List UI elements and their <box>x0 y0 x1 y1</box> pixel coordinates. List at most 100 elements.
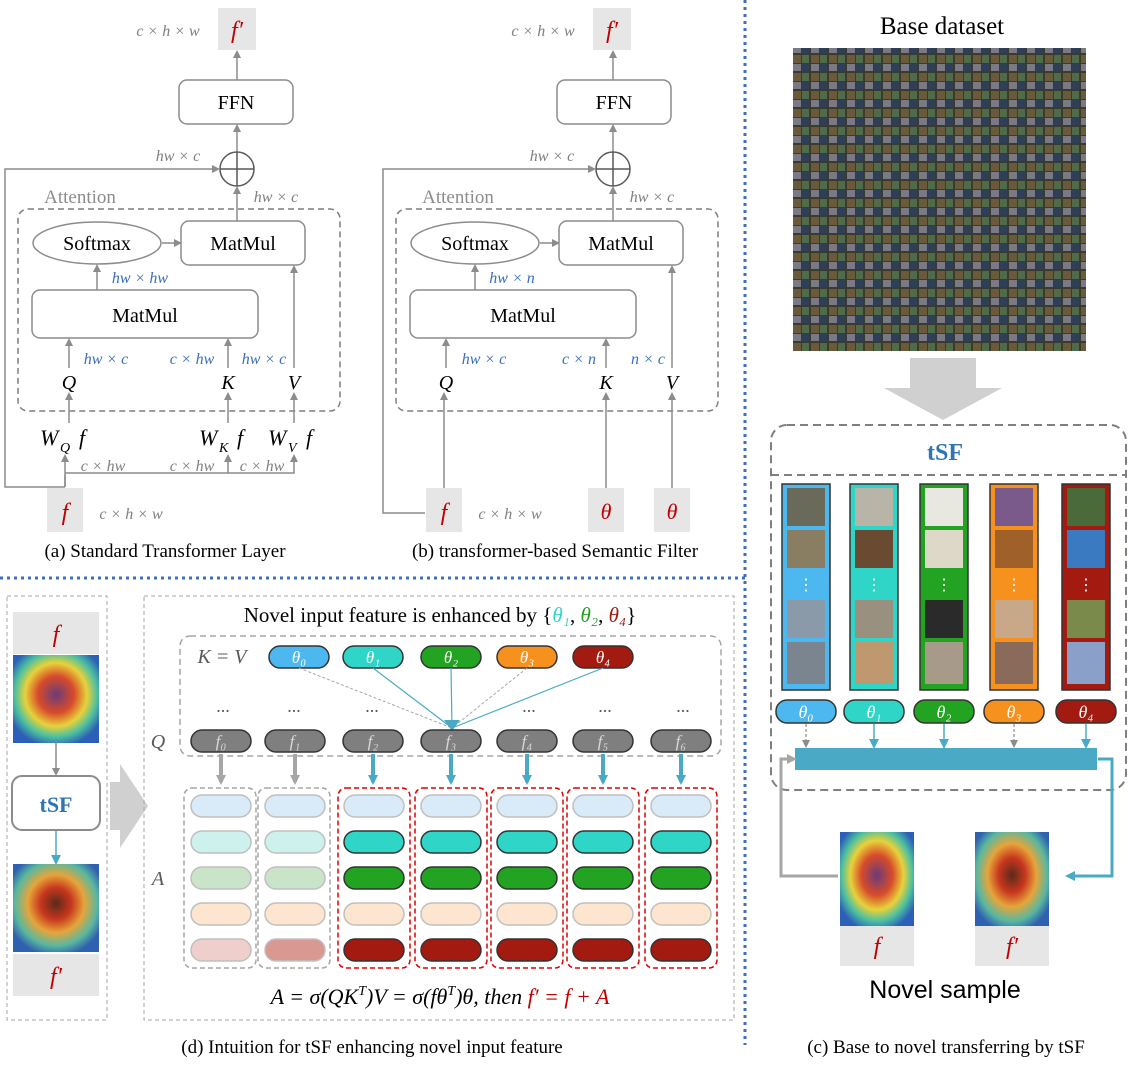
c-theta-2-pill <box>913 699 975 724</box>
c-novel-f-image <box>840 832 914 928</box>
a-wq-f: W Q f <box>40 425 88 456</box>
c-tsf: tSF <box>927 440 963 466</box>
a-caption: (a) Standard Transformer Layer <box>44 541 286 562</box>
svg-text:...: ... <box>216 696 230 716</box>
b-k-dims: c × n <box>562 351 596 368</box>
d-left-box <box>6 595 108 1021</box>
d-heatmap-fprime <box>13 864 99 952</box>
d-tsf: tSF <box>40 792 73 817</box>
svg-text:θ₂: θ₂ <box>936 702 951 722</box>
d-caption: (d) Intuition for tSF enhancing novel in… <box>181 1037 563 1058</box>
a-out-dims: c × h × w <box>136 23 200 40</box>
svg-text:f₂: f₂ <box>368 732 379 751</box>
b-matmul-top-box <box>558 220 684 266</box>
svg-text:θ₃: θ₃ <box>520 648 534 667</box>
c-theta-3-pill <box>983 699 1045 724</box>
d-formula: A = σ(QKT)V = σ(fθT)θ, then f′ = f + A <box>269 984 610 1009</box>
b-matmul-top: MatMul <box>588 233 654 255</box>
panel-a: c × h × w f′ FFN hw × c hw × c Attention… <box>4 8 341 562</box>
svg-text:θ₄: θ₄ <box>1078 702 1093 722</box>
panel-c: Base dataset tSF ⋮ ⋮ ⋮ ⋮ ⋮ <box>770 13 1127 1058</box>
svg-text:Q: Q <box>60 441 70 456</box>
svg-text:...: ... <box>522 696 536 716</box>
svg-text:θ₁: θ₁ <box>866 702 881 722</box>
d-ellipsis-row: ... ... ... ... ... ... <box>216 696 690 716</box>
a-f-box <box>47 488 83 532</box>
svg-text:f₃: f₃ <box>446 732 457 751</box>
panel-b: c × h × w f′ FFN hw × c hw × c Attention… <box>382 8 719 562</box>
svg-text:...: ... <box>365 696 379 716</box>
d-heatmap-f <box>13 655 99 743</box>
d-right-arrow <box>110 764 148 848</box>
b-f-box <box>426 488 462 532</box>
d-main-box <box>143 595 735 1021</box>
a-k: K <box>220 372 236 394</box>
c-columns: ⋮ ⋮ ⋮ ⋮ ⋮ <box>781 483 1111 691</box>
b-attention-label: Attention <box>422 187 494 208</box>
b-f: f <box>441 500 451 526</box>
svg-text:...: ... <box>598 696 612 716</box>
d-heading: Novel input feature is enhanced by {θ₁, … <box>244 603 637 627</box>
c-down-arrow <box>884 358 1002 420</box>
svg-text:f₀: f₀ <box>216 732 227 751</box>
b-v-dims: n × c <box>631 351 665 368</box>
c-novel: Novel sample <box>869 976 1020 1004</box>
a-f: f <box>62 500 72 526</box>
svg-text:⋮: ⋮ <box>1078 577 1094 594</box>
a-softmax-dims: hw × hw <box>112 270 168 287</box>
b-theta-box-2 <box>654 488 690 532</box>
c-f: f <box>874 934 884 960</box>
d-a-label: A <box>150 868 165 890</box>
b-v: V <box>666 372 681 394</box>
a-matmul-bottom: MatMul <box>112 305 178 327</box>
c-theta-4-pill <box>1055 699 1117 724</box>
b-attention-box <box>395 208 719 412</box>
a-in-dims-1: c × hw <box>81 458 126 475</box>
b-sum-dims: hw × c <box>630 189 675 206</box>
svg-text:θ₂: θ₂ <box>444 648 458 667</box>
d-kv-label: K = V <box>196 646 249 668</box>
b-f-dims: c × h × w <box>478 506 542 523</box>
svg-text:⋮: ⋮ <box>936 577 952 594</box>
svg-text:f: f <box>306 425 315 450</box>
svg-text:θ₀: θ₀ <box>798 702 813 722</box>
a-attention-box <box>17 208 341 412</box>
svg-text:⋮: ⋮ <box>1006 577 1022 594</box>
a-q: Q <box>62 372 77 394</box>
svg-text:f₅: f₅ <box>598 732 609 751</box>
c-caption: (c) Base to novel transferring by tSF <box>807 1037 1085 1058</box>
b-residual-dims: hw × c <box>530 148 575 165</box>
svg-text:V: V <box>288 441 298 456</box>
c-theta-0-pill <box>775 699 837 724</box>
panel-d: f tSF f′ Novel input feature is enhanced… <box>6 595 735 1058</box>
svg-text:θ₀: θ₀ <box>292 648 306 667</box>
svg-text:f₄: f₄ <box>522 732 533 751</box>
tsf-box <box>770 424 1127 791</box>
a-residual-path <box>4 165 220 488</box>
svg-text:f: f <box>79 425 88 450</box>
c-fprime: f′ <box>1006 934 1019 960</box>
svg-text:θ₃: θ₃ <box>1006 702 1021 722</box>
a-residual-dims: hw × c <box>156 148 201 165</box>
a-fprime: f′ <box>231 18 244 44</box>
a-matmul-top: MatMul <box>210 233 276 255</box>
svg-text:θ₁: θ₁ <box>366 648 380 667</box>
d-fprime: f′ <box>50 964 63 990</box>
svg-text:⋮: ⋮ <box>866 577 882 594</box>
b-k: K <box>598 372 614 394</box>
svg-text:f: f <box>237 425 246 450</box>
b-fprime: f′ <box>606 18 619 44</box>
a-v: V <box>288 372 303 394</box>
c-theta-1-pill <box>843 699 905 724</box>
a-k-dims: c × hw <box>170 351 215 368</box>
svg-text:W: W <box>40 425 60 450</box>
d-q-label: Q <box>151 731 166 753</box>
a-attention-label: Attention <box>44 187 116 208</box>
svg-text:f₆: f₆ <box>676 732 687 751</box>
a-in-dims-3: c × hw <box>240 458 285 475</box>
b-out-dims: c × h × w <box>511 23 575 40</box>
svg-text:W: W <box>199 425 219 450</box>
b-matmul-bottom: MatMul <box>490 305 556 327</box>
b-q-dims: hw × c <box>462 351 507 368</box>
svg-text:...: ... <box>287 696 301 716</box>
